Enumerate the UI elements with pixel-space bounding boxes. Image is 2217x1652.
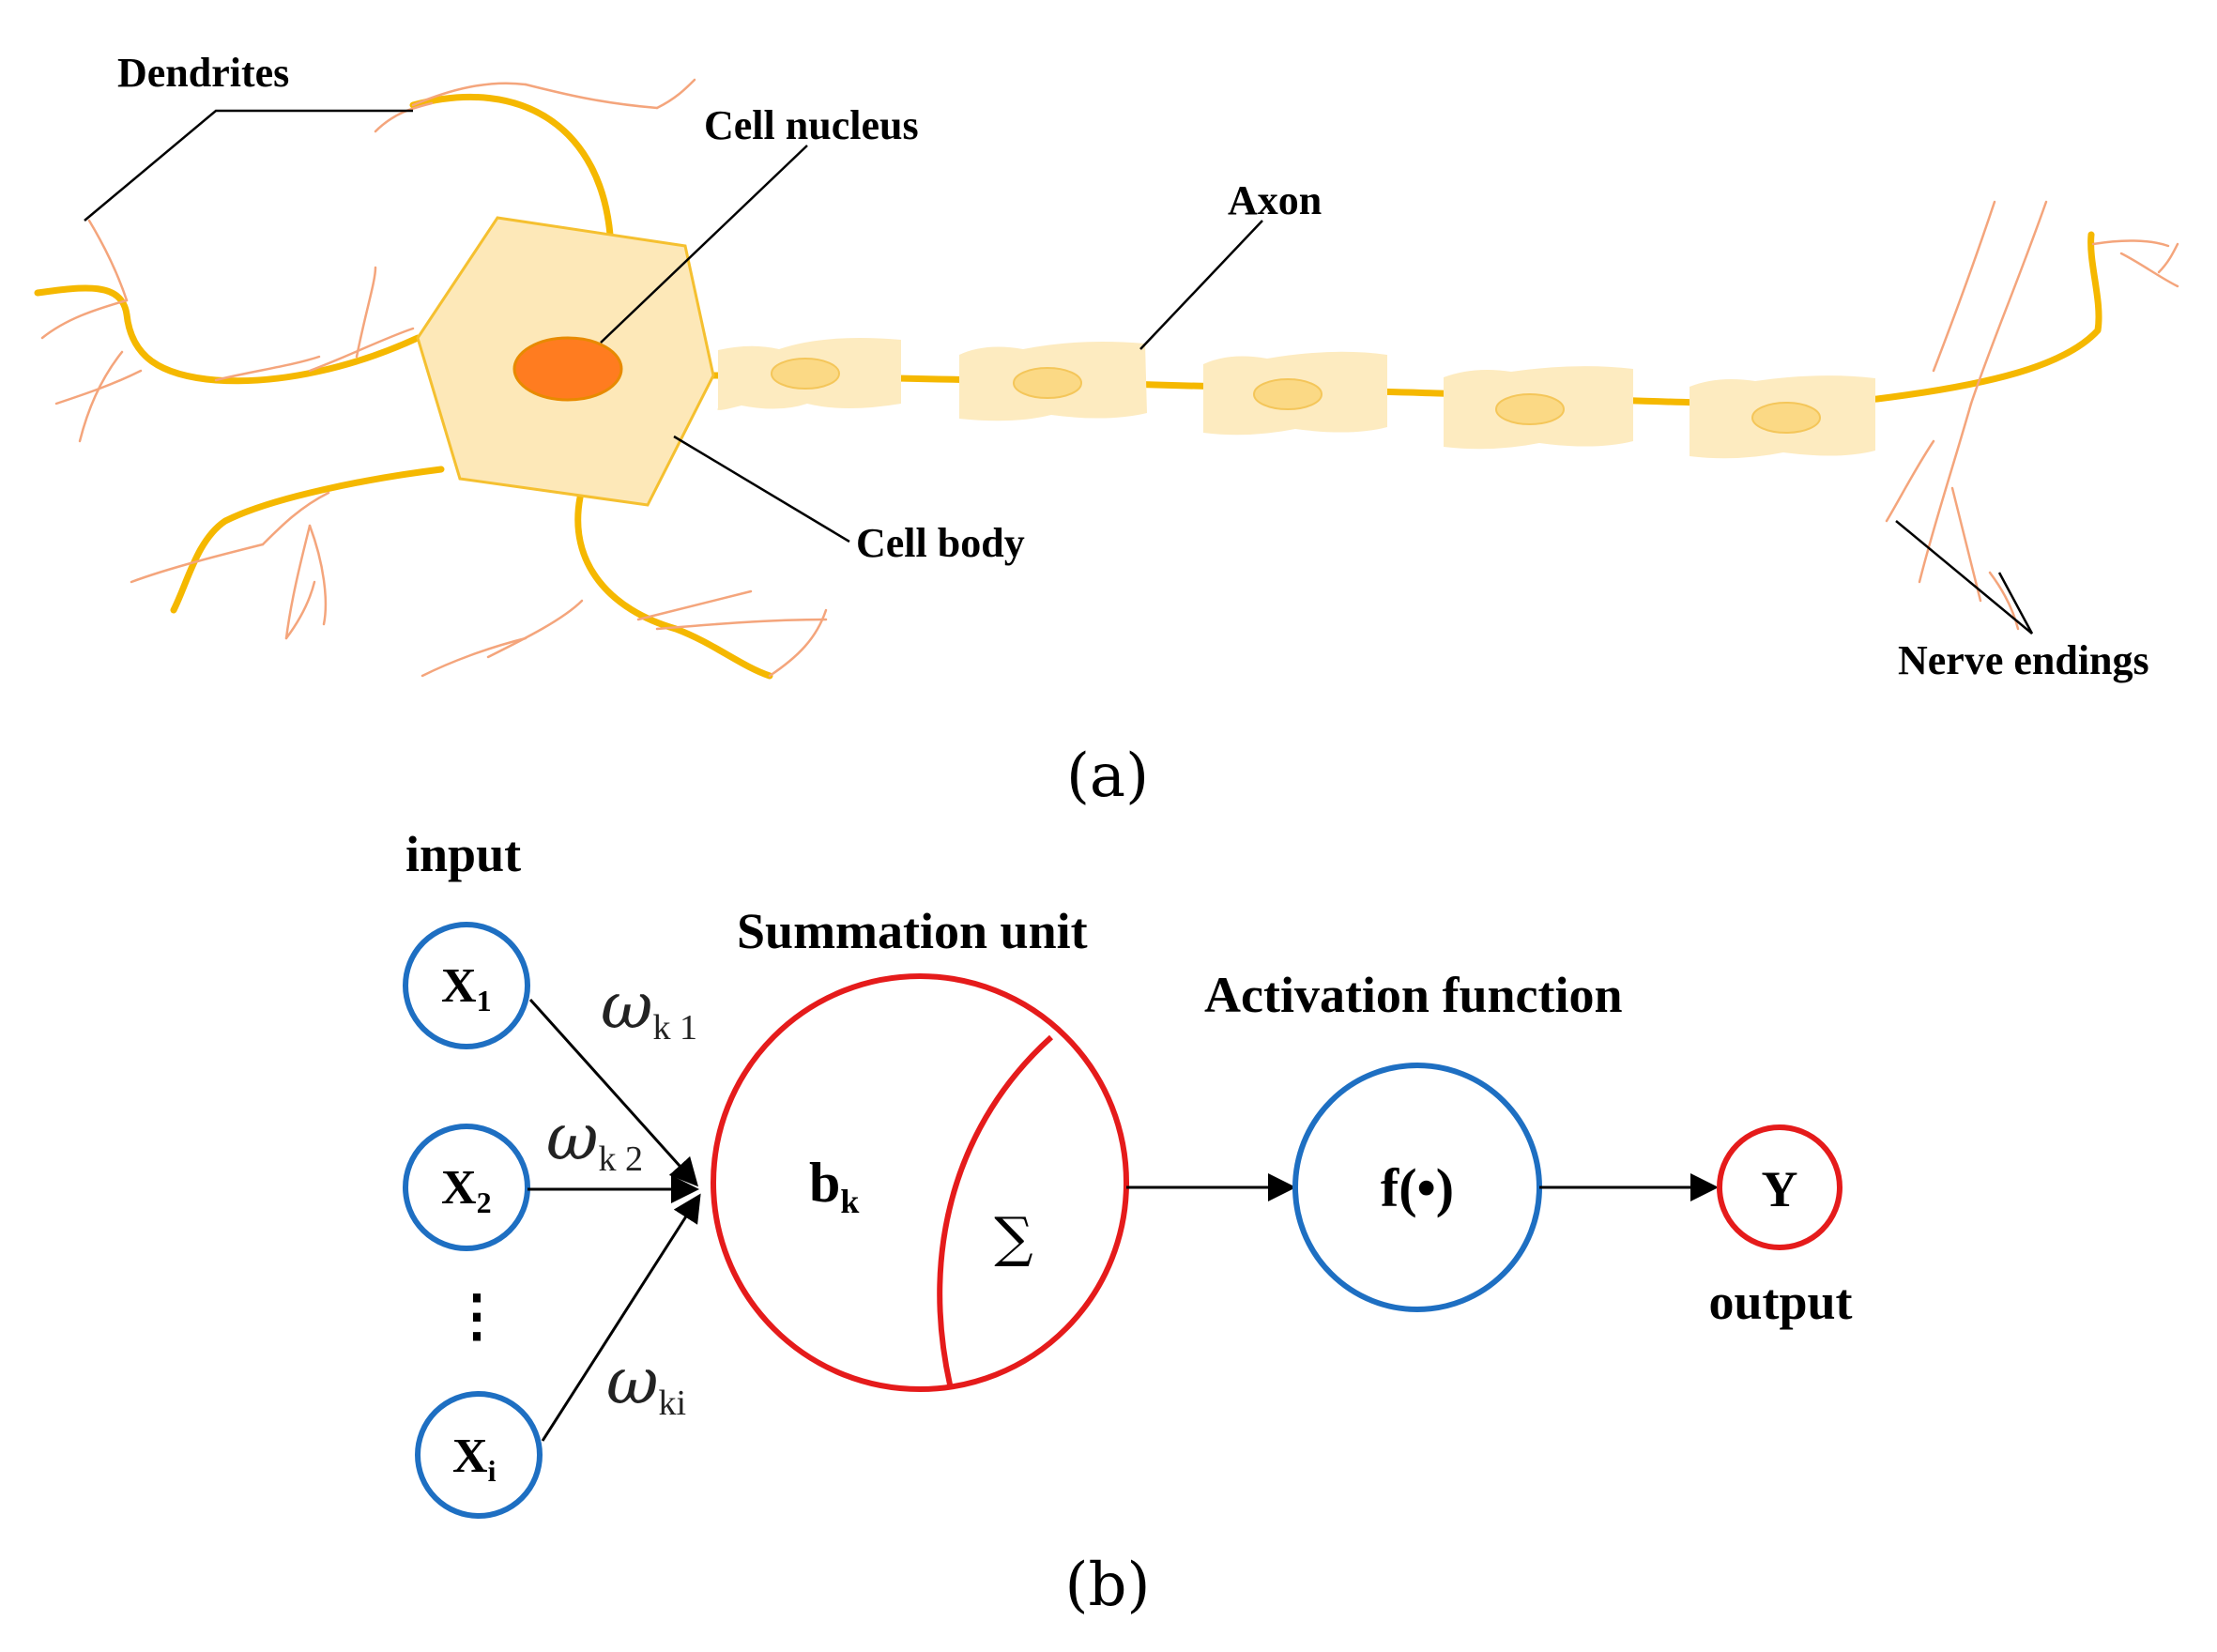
svg-text:X1: X1 — [441, 959, 492, 1017]
myelin-segment — [1690, 375, 1875, 459]
panel-b-artificial-neuron: input Summation unit Activation function… — [403, 826, 1853, 1620]
label-axon: Axon — [1228, 177, 1322, 223]
weight-wk1: ωk 1 — [601, 970, 697, 1048]
dendrite-top-arc — [409, 94, 614, 238]
label-dendrites: Dendrites — [117, 50, 289, 96]
weight-wki: ωki — [606, 1345, 686, 1423]
cell-nucleus — [512, 336, 623, 402]
output-symbol: Y — [1762, 1161, 1798, 1217]
xi-base: X — [452, 1430, 488, 1483]
myelin-segment — [1203, 351, 1387, 436]
myelin-segment — [717, 337, 901, 410]
label-activation-function: Activation function — [1204, 967, 1623, 1023]
caption-b: (b) — [1065, 1551, 1151, 1620]
dendrite-left-upper — [34, 284, 421, 385]
xi-sub: i — [488, 1454, 497, 1488]
weight-wk2: ωk 2 — [546, 1101, 643, 1179]
axon-line — [710, 231, 2102, 406]
leader-lines — [84, 109, 2034, 635]
label-summation-unit: Summation unit — [737, 903, 1088, 959]
label-cell-body: Cell body — [856, 520, 1025, 566]
svg-text:Xi: Xi — [452, 1430, 497, 1488]
weighted-edges — [527, 998, 701, 1442]
x1-sub: 1 — [477, 984, 492, 1017]
leader-cell-nucleus — [600, 145, 808, 344]
input-node-x1: X1 — [403, 922, 530, 1049]
label-cell-nucleus: Cell nucleus — [704, 102, 919, 148]
myelin-sheaths — [717, 337, 1875, 459]
x2-sub: 2 — [477, 1185, 492, 1219]
input-ellipsis: ⋮ — [449, 1285, 505, 1347]
leader-axon — [1139, 220, 1263, 350]
svg-text:X2: X2 — [441, 1161, 492, 1219]
myelin-segment — [959, 342, 1147, 421]
panel-a-biological-neuron: Dendrites Cell nucleus Axon Cell body Ne… — [34, 50, 2179, 811]
summation-unit-node: bk ∑ — [711, 973, 1129, 1392]
dendrite-lower-left — [170, 466, 445, 614]
myelin-segment — [1444, 366, 1633, 450]
input-node-x2: X2 — [403, 1124, 530, 1251]
label-input: input — [405, 826, 521, 882]
dendrite-twigs — [40, 78, 2179, 678]
activation-fn-text: f(•) — [1381, 1157, 1454, 1218]
label-nerve-endings: Nerve endings — [1898, 637, 2149, 683]
output-node: Y — [1717, 1124, 1842, 1250]
input-node-xi: Xi — [415, 1391, 543, 1519]
caption-a: (a) — [1066, 742, 1149, 811]
leader-cell-body — [673, 435, 850, 543]
label-output: output — [1708, 1274, 1852, 1330]
x2-base: X — [441, 1161, 477, 1215]
x1-base: X — [441, 959, 477, 1013]
activation-node: f(•) — [1292, 1063, 1542, 1312]
bias-term: bk — [809, 1152, 859, 1220]
leader-dendrites — [84, 109, 413, 222]
leader-nerve-endings-2 — [1997, 572, 2034, 635]
leader-nerve-endings-1 — [1895, 520, 2033, 635]
dendrite-lower-mid — [574, 494, 773, 680]
sigma-symbol: ∑ — [994, 1205, 1032, 1269]
